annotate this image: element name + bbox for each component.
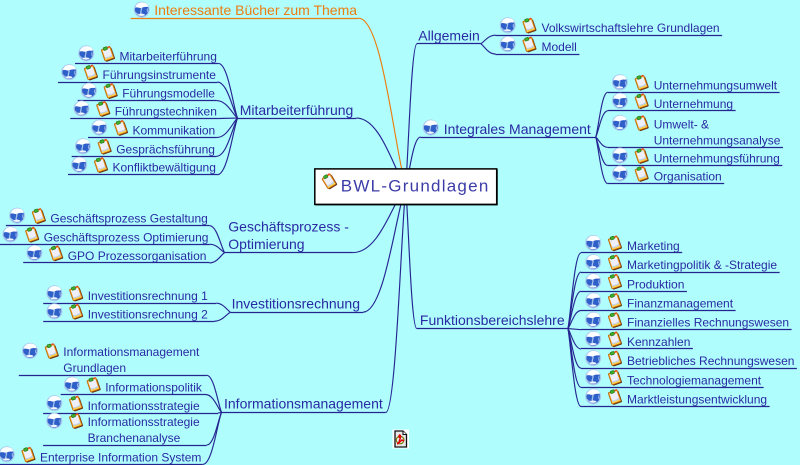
svg-text:Grundlagen: Grundlagen (63, 361, 126, 375)
svg-text:Produktion: Produktion (627, 277, 684, 291)
svg-text:Modell: Modell (542, 40, 577, 54)
svg-text:Geschäftsprozess Optimierung: Geschäftsprozess Optimierung (44, 230, 209, 244)
svg-text:Technologiemanagement: Technologiemanagement (627, 373, 762, 387)
svg-text:Kennzahlen: Kennzahlen (627, 335, 690, 349)
svg-text:Funktionsbereichslehre: Funktionsbereichslehre (420, 312, 565, 328)
svg-text:Marketingpolitik & -Strategie: Marketingpolitik & -Strategie (627, 258, 777, 272)
svg-text:BWL-Grundlagen: BWL-Grundlagen (341, 176, 489, 195)
svg-text:Unternehmungsumwelt: Unternehmungsumwelt (654, 78, 778, 92)
svg-text:Marketing: Marketing (627, 239, 680, 253)
svg-text:Geschäftsprozess -: Geschäftsprozess - (228, 219, 349, 235)
svg-text:Enterprise Information System: Enterprise Information System (40, 450, 201, 464)
svg-text:Optimierung: Optimierung (228, 236, 304, 252)
svg-text:Informationspolitik: Informationspolitik (105, 381, 203, 395)
svg-text:Geschäftsprozess Gestaltung: Geschäftsprozess Gestaltung (50, 212, 207, 226)
svg-text:Unternehmungsanalyse: Unternehmungsanalyse (654, 133, 781, 147)
svg-text:Führungstechniken: Führungstechniken (115, 105, 217, 119)
svg-text:Investitionsrechnung 1: Investitionsrechnung 1 (88, 289, 208, 303)
svg-text:Führungsinstrumente: Führungsinstrumente (103, 68, 217, 82)
svg-text:Informationsstrategie: Informationsstrategie (88, 415, 200, 429)
svg-text:Branchenanalyse: Branchenanalyse (88, 431, 181, 445)
svg-text:Betriebliches Rechnungswesen: Betriebliches Rechnungswesen (627, 354, 794, 368)
svg-text:Interessante Bücher zum Thema: Interessante Bücher zum Thema (154, 2, 357, 18)
svg-text:Integrales Management: Integrales Management (444, 121, 591, 137)
svg-text:Konfliktbewältigung: Konfliktbewältigung (113, 161, 216, 175)
svg-text:Mitarbeiterführung: Mitarbeiterführung (240, 102, 354, 118)
svg-text:Finanzielles Rechnungswesen: Finanzielles Rechnungswesen (627, 316, 789, 330)
svg-text:Gesprächsführung: Gesprächsführung (116, 142, 215, 156)
svg-text:Marktleistungsentwicklung: Marktleistungsentwicklung (627, 393, 767, 407)
svg-text:Investitionsrechnung 2: Investitionsrechnung 2 (88, 307, 208, 321)
svg-text:Kommunikation: Kommunikation (133, 124, 216, 138)
svg-text:GPO Prozessorganisation: GPO Prozessorganisation (68, 249, 207, 263)
svg-text:Volkswirtschaftslehre Grundlag: Volkswirtschaftslehre Grundlagen (542, 21, 720, 35)
svg-text:Informationsmanagement: Informationsmanagement (63, 345, 200, 359)
svg-text:Informationsstrategie: Informationsstrategie (88, 399, 200, 413)
svg-text:Allgemein: Allgemein (418, 27, 479, 43)
svg-text:Führungsmodelle: Führungsmodelle (122, 87, 215, 101)
svg-text:Umwelt- &: Umwelt- & (654, 117, 709, 131)
svg-text:Unternehmungsführung: Unternehmungsführung (654, 152, 780, 166)
svg-text:Organisation: Organisation (654, 170, 722, 184)
svg-text:Finanzmanagement: Finanzmanagement (627, 297, 734, 311)
svg-text:Unternehmung: Unternehmung (654, 97, 733, 111)
svg-text:Mitarbeiterführung: Mitarbeiterführung (120, 49, 217, 63)
svg-text:Informationsmanagement: Informationsmanagement (224, 395, 383, 411)
svg-text:Investitionsrechnung: Investitionsrechnung (232, 295, 360, 311)
